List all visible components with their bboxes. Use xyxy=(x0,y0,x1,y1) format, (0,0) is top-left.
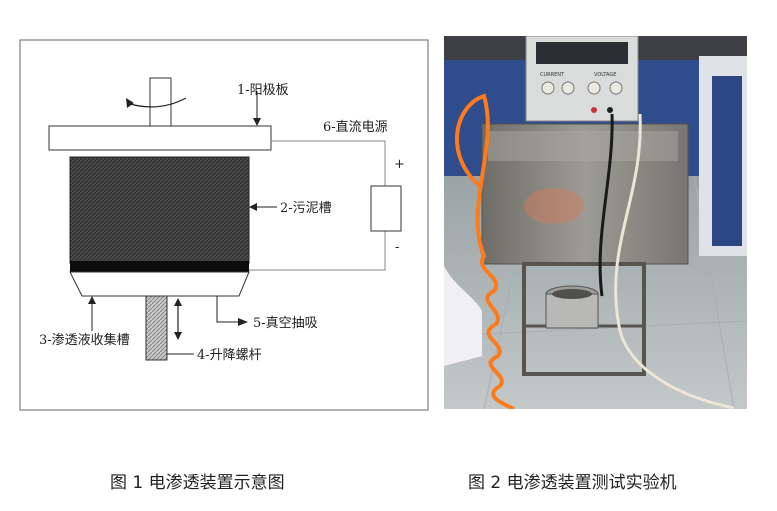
label-sludge-tank: 2-污泥槽 xyxy=(280,201,332,216)
label-collection-tank: 3-渗透液收集槽 xyxy=(39,332,130,348)
orange-tube xyxy=(455,93,515,409)
figure2-caption: 图 2 电渗透装置测试实验机 xyxy=(468,473,677,493)
sludge-tank xyxy=(69,156,250,264)
apparatus-photo: CURRENT VOLTAGE xyxy=(444,36,747,409)
dc-power-source xyxy=(370,185,402,232)
label-minus: - xyxy=(395,240,399,255)
label-dc-power: 6-直流电源 xyxy=(323,120,388,135)
rotating-shaft xyxy=(149,77,172,127)
panel-label-current: CURRENT xyxy=(540,72,565,78)
vacuum-leader xyxy=(216,296,238,323)
cathode-plate xyxy=(70,261,249,272)
collection-tank xyxy=(69,271,250,297)
lifting-screw xyxy=(145,295,168,361)
panel-label-voltage: VOLTAGE xyxy=(594,72,616,78)
anode-plate xyxy=(48,125,272,151)
label-vacuum-suction: 5-真空抽吸 xyxy=(253,316,318,331)
figure1-caption: 图 1 电渗透装置示意图 xyxy=(110,473,285,493)
label-anode-plate: 1-阳极板 xyxy=(237,83,289,98)
label-plus: + xyxy=(394,157,405,172)
power-wire xyxy=(271,140,386,186)
rotation-arrowhead xyxy=(126,98,134,108)
rotation-arrow xyxy=(129,97,187,108)
label-lifting-screw: 4-升降螺杆 xyxy=(197,348,262,363)
